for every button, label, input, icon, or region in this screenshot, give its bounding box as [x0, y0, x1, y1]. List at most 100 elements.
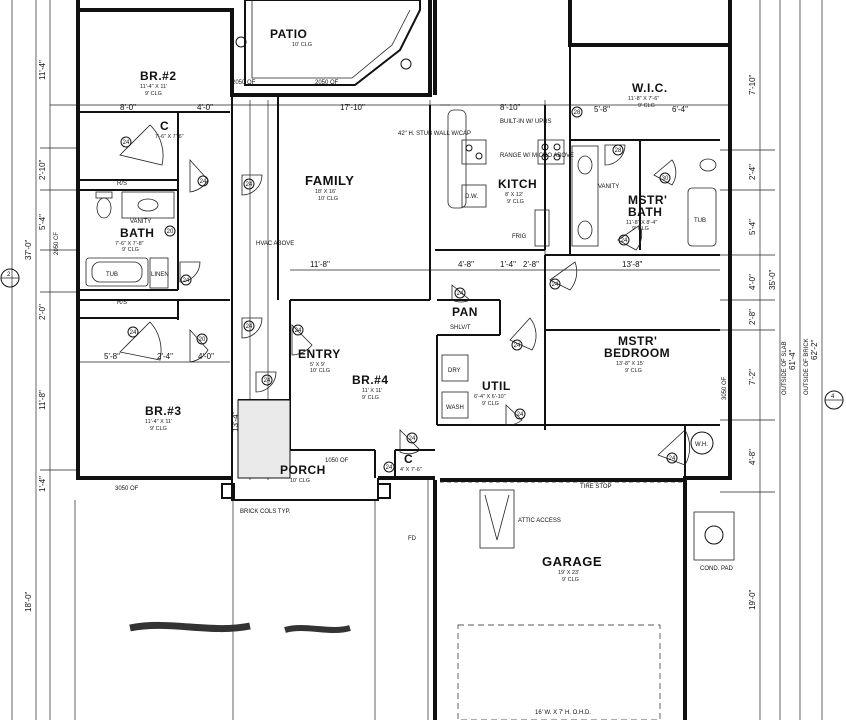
- entry-size: 5' X 9': [310, 362, 325, 368]
- family-label: FAMILY: [305, 173, 354, 188]
- wic-label: W.I.C.: [632, 81, 668, 95]
- washer-label: WASH: [446, 405, 464, 411]
- mstr-tub-label: TUB: [694, 218, 706, 224]
- entry-label: ENTRY: [298, 347, 341, 361]
- dim-right-5: 7'-2": [748, 369, 757, 385]
- door-tag: 24: [514, 343, 521, 349]
- mstr-bedroom-label-1: MSTR': [618, 334, 657, 348]
- garage-clg: 9' CLG: [562, 577, 579, 583]
- mstr-bath-clg: 9' CLG: [632, 226, 649, 232]
- garage-label: GARAGE: [542, 554, 602, 569]
- dim-left-4: 11'-8": [38, 390, 47, 410]
- patio-clg: 10' CLG: [292, 42, 312, 48]
- br4-clg: 9' CLG: [362, 395, 379, 401]
- outside-slab-label: OUTSIDE OF SLAB: [782, 341, 788, 395]
- dim-right-3: 4'-0": [748, 274, 757, 290]
- br3-clg: 9' CLG: [150, 426, 167, 432]
- dim-left-5: 1'-4": [38, 476, 47, 492]
- door-tag: 24: [246, 324, 253, 330]
- patio-label: PATIO: [270, 27, 307, 41]
- door-tag: 24: [200, 179, 207, 185]
- mstr-bedroom-size: 13'-8" X 15': [616, 361, 644, 367]
- dim-top-4: 5'-8": [594, 105, 610, 114]
- frig-label: FRIG: [512, 234, 527, 240]
- door-tag: 24: [409, 436, 416, 442]
- util-clg: 9' CLG: [482, 401, 499, 407]
- door-tag: 24: [669, 456, 676, 462]
- br3-size: 11'-4" X 11': [145, 419, 172, 425]
- dim-mid-5: 5'-8": [104, 352, 120, 361]
- kitch-size: 8' X 12': [505, 192, 523, 198]
- dim-right-7: 19'-0": [748, 589, 757, 610]
- door-tag: 30: [662, 176, 669, 182]
- br2-label: BR.#2: [140, 69, 177, 83]
- door-tag: 24: [621, 238, 628, 244]
- dim-mid-3: 2'-8": [523, 260, 539, 269]
- cond-pad-label: COND. PAD: [700, 566, 734, 572]
- rs-label-1: R/S: [117, 181, 127, 187]
- dim-total-5: 13'-4": [231, 411, 240, 432]
- dim-mid-4: 13'-8": [622, 260, 643, 269]
- opening-3: 1050 OF: [325, 458, 349, 464]
- kitch-clg: 9' CLG: [507, 199, 524, 205]
- dim-right-6: 4'-8": [748, 449, 757, 465]
- door-tag: 20: [199, 337, 206, 343]
- dim-mid-1: 4'-8": [458, 260, 474, 269]
- dim-total-1: 35'-0": [768, 269, 777, 290]
- door-tag: 24: [264, 378, 271, 384]
- room-labels: BR.#2 11'-4" X 11' 9' CLG C 7'-6" X 7'-6…: [115, 69, 670, 583]
- door-tag: 24: [123, 140, 130, 146]
- door-tag: 24: [295, 328, 302, 334]
- attic-access-label: ATTIC ACCESS: [518, 518, 561, 524]
- mstr-bath-label-1: MSTR': [628, 193, 667, 207]
- porch-clg: 10' CLG: [290, 478, 310, 484]
- closet-br4-label: C: [404, 452, 413, 466]
- dim-right-1: 2'-4": [748, 164, 757, 180]
- mstr-bedroom-label-2: BEDROOM: [604, 346, 670, 360]
- door-tag: 20: [167, 229, 174, 235]
- dim-right-2: 5'-4": [748, 219, 757, 235]
- door-tag: 24: [246, 182, 253, 188]
- dim-mid-7: 4'-0": [198, 352, 214, 361]
- dim-left-0: 11'-4": [38, 60, 47, 80]
- opening-4: 3050 OF: [722, 376, 728, 400]
- porch-label: PORCH: [280, 463, 326, 477]
- door-tag: 24: [457, 291, 464, 297]
- range-label: RANGE W/ MICRO ABOVE: [500, 153, 574, 159]
- dim-left-3: 2'-0": [38, 304, 47, 320]
- bath-vanity-label: VANITY: [130, 219, 151, 225]
- opening-0: 2050 OF: [232, 80, 256, 86]
- mstr-bedroom-clg: 9' CLG: [625, 368, 642, 374]
- door-tag: 24: [130, 330, 137, 336]
- bath-clg: 9' CLG: [122, 247, 139, 253]
- dim-right-4: 2'-8": [748, 309, 757, 325]
- garage-size: 19' X 23': [558, 570, 579, 576]
- dryer-label: DRY: [448, 368, 461, 374]
- builtin-label: BUILT-IN W/ UPRS: [500, 119, 552, 125]
- dw-label: D.W.: [465, 194, 478, 200]
- patio: PATIO 10' CLG: [235, 0, 421, 86]
- bath-size: 7'-6" X 7'-8": [115, 241, 144, 247]
- closet-br2-label: C: [160, 119, 169, 133]
- fixtures: TUB LINEN VANITY R/S R/S TUB VANITY D.W.…: [85, 109, 735, 720]
- section-markers: 2 4: [0, 268, 844, 410]
- br2-clg: 9' CLG: [145, 91, 162, 97]
- brick-cols-label: BRICK COLS TYP.: [240, 509, 291, 515]
- redaction-mark: [129, 621, 351, 633]
- dim-left-1: 2'-10": [38, 159, 47, 180]
- dim-total-0: 37'-0": [24, 239, 33, 260]
- tire-stop-label: TIRE STOP: [580, 484, 612, 490]
- mstr-bath-size: 11'-8" X 8'-4": [626, 220, 657, 226]
- door-tag: 24: [517, 412, 524, 418]
- dim-top-3: 8'-10": [500, 103, 521, 112]
- shelf-label: SHLV/T: [450, 325, 471, 331]
- interior-walls: [80, 45, 720, 478]
- closet-br4-size: 4' X 7'-6": [400, 467, 422, 473]
- door-tag: 24: [183, 278, 190, 284]
- door-tag: 28: [574, 110, 581, 116]
- wh-label: W.H.: [695, 442, 708, 448]
- family-size: 18' X 16': [315, 189, 336, 195]
- section-marker-2: 2: [7, 272, 11, 278]
- dim-left-2: 5'-4": [38, 214, 47, 230]
- mstr-bath-label-2: BATH: [628, 205, 662, 219]
